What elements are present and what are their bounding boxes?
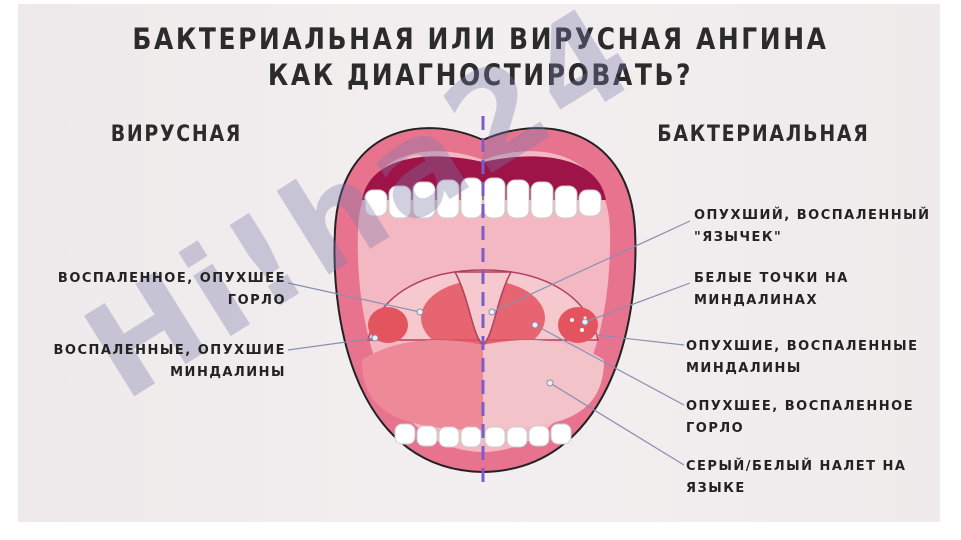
bacterial-heading: БАКТЕРИАЛЬНАЯ (657, 122, 870, 147)
upper-teeth (364, 177, 602, 219)
leader-lines (287, 220, 691, 466)
right-tonsil (558, 307, 598, 343)
label-line: БЕЛЫЕ ТОЧКИ НА (694, 271, 849, 286)
title-line-1: БАКТЕРИАЛЬНАЯ ИЛИ ВИРУСНАЯ АНГИНА (132, 22, 829, 56)
tongue-coating (483, 340, 604, 430)
label-line: ГОРЛО (686, 421, 745, 436)
label-line: ОПУХШЕЕ, ВОСПАЛЕННОЕ (686, 399, 915, 414)
label-line: ВОСПАЛЕННОЕ, ОПУХШЕЕ (57, 271, 286, 286)
label-line: ОПУХШИЙ, ВОСПАЛЕННЫЙ (694, 208, 931, 223)
label-viral-tonsils: ВОСПАЛЕННЫЕ, ОПУХШИЕ МИНДАЛИНЫ (40, 340, 286, 384)
label-bacterial-tongue: СЕРЫЙ/БЕЛЫЙ НАЛЕТ НА ЯЗЫКЕ (686, 456, 906, 500)
label-line: ВОСПАЛЕННЫЕ, ОПУХШИЕ (53, 343, 286, 358)
title-line-2: КАК ДИАГНОСТИРОВАТЬ? (267, 58, 694, 92)
label-viral-throat: ВОСПАЛЕННОЕ, ОПУХШЕЕ ГОРЛО (40, 268, 286, 312)
label-line: МИНДАЛИНЫ (686, 361, 802, 376)
label-line: "ЯЗЫЧЕК" (694, 230, 783, 245)
left-tonsil (368, 307, 408, 343)
label-line: ОПУХШИЕ, ВОСПАЛЕННЫЕ (686, 339, 919, 354)
label-line: ГОРЛО (227, 293, 286, 308)
label-bacterial-throat: ОПУХШЕЕ, ВОСПАЛЕННОЕ ГОРЛО (686, 396, 914, 440)
label-line: МИНДАЛИНЫ (170, 365, 286, 380)
label-line: СЕРЫЙ/БЕЛЫЙ НАЛЕТ НА (686, 459, 907, 474)
label-bacterial-tonsils: ОПУХШИЕ, ВОСПАЛЕННЫЕ МИНДАЛИНЫ (686, 336, 919, 380)
lower-teeth (394, 423, 572, 448)
label-line: МИНДАЛИНАХ (694, 293, 818, 308)
label-line: ЯЗЫКЕ (686, 481, 746, 496)
label-bacterial-uvula: ОПУХШИЙ, ВОСПАЛЕННЫЙ "ЯЗЫЧЕК" (694, 205, 931, 249)
viral-heading: ВИРУСНАЯ (110, 122, 243, 147)
label-bacterial-white-spots: БЕЛЫЕ ТОЧКИ НА МИНДАЛИНАХ (694, 268, 849, 312)
